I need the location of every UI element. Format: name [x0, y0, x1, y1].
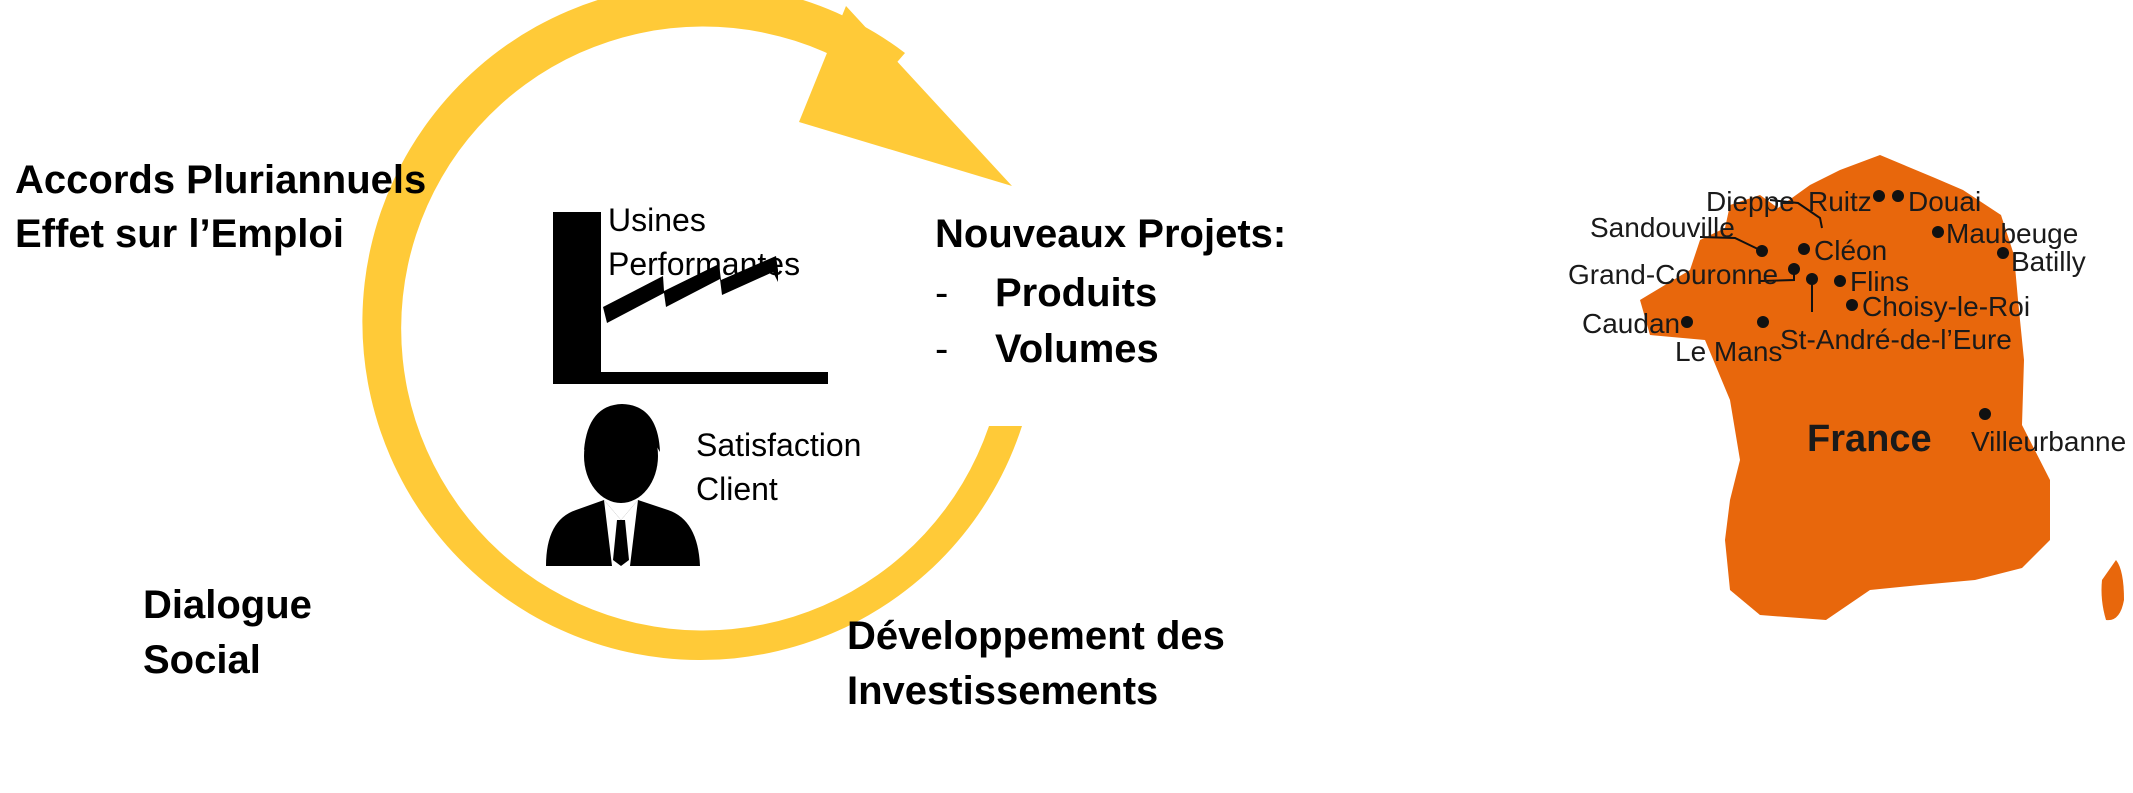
city-dot [1757, 316, 1769, 328]
label-dialogue: Dialogue Social [143, 578, 312, 688]
projects-bullet: - [935, 327, 949, 371]
label-developpement: Développement des Investissements [847, 609, 1225, 719]
factory-label: Usines Performantes [608, 198, 800, 286]
leader-line [1769, 199, 1823, 229]
leader-line [1759, 269, 1795, 282]
label-dialogue-line1: Dialogue [143, 583, 312, 627]
map-leader-lines [1699, 199, 1823, 312]
city-dot [1834, 275, 1846, 287]
person-label-line2: Client [696, 471, 778, 507]
corsica-shape [2101, 560, 2124, 621]
city-ruitz: Ruitz [1808, 186, 1872, 217]
city-dot [1681, 316, 1693, 328]
city-le-mans: Le Mans [1675, 336, 1782, 367]
city-caudan: Caudan [1582, 308, 1680, 339]
city-dot [1873, 190, 1885, 202]
city-dot [1846, 299, 1858, 311]
city-flins: Flins [1850, 266, 1909, 297]
projects-item-label: Volumes [995, 327, 1159, 371]
city-douai: Douai [1908, 186, 1981, 217]
factory-label-line2: Performantes [608, 246, 801, 282]
label-accords-line2: Effet sur l’Emploi [15, 212, 344, 256]
city-dot [1932, 226, 1944, 238]
person-label-line1: Satisfaction [696, 427, 862, 463]
city-choisy-le-roi: Choisy-le-Roi [1862, 291, 2030, 322]
city-maubeuge: Maubeuge [1946, 218, 2078, 249]
map-city-dots [1681, 190, 2009, 420]
leader-line [1699, 236, 1763, 252]
city-dot [1997, 247, 2009, 259]
label-accords-line1: Accords Pluriannuels [15, 158, 427, 202]
projects-bullet: - [935, 271, 949, 315]
city-cleon: Cléon [1814, 235, 1887, 266]
city-dot [1798, 243, 1810, 255]
label-developpement-line1: Développement des [847, 614, 1225, 658]
factory-label-line1: Usines [608, 202, 706, 238]
city-dieppe: Dieppe [1706, 186, 1795, 217]
city-grand-couronne: Grand-Couronne [1568, 259, 1778, 290]
city-dot [1892, 190, 1904, 202]
projects-item-produits: - Produits [935, 266, 1157, 320]
map-country-label: France [1807, 418, 1932, 460]
france-shape [1640, 155, 2050, 620]
label-accords: Accords Pluriannuels Effet sur l’Emploi [15, 153, 426, 261]
city-villeurbanne: Villeurbanne [1971, 426, 2126, 457]
label-dialogue-line2: Social [143, 638, 261, 682]
label-developpement-line2: Investissements [847, 669, 1159, 713]
projects-title: Nouveaux Projets: [935, 212, 1287, 256]
projects-item-label: Produits [995, 271, 1158, 315]
city-st-andre-de-l-eure: St-André-de-l’Eure [1780, 324, 2012, 355]
person-label: Satisfaction Client [696, 423, 861, 511]
city-dot [1979, 408, 1991, 420]
city-batilly: Batilly [2011, 246, 2086, 277]
cycle-arrowhead [799, 6, 1012, 186]
projects-item-volumes: - Volumes [935, 322, 1159, 376]
city-sandouville: Sandouville [1590, 212, 1735, 243]
